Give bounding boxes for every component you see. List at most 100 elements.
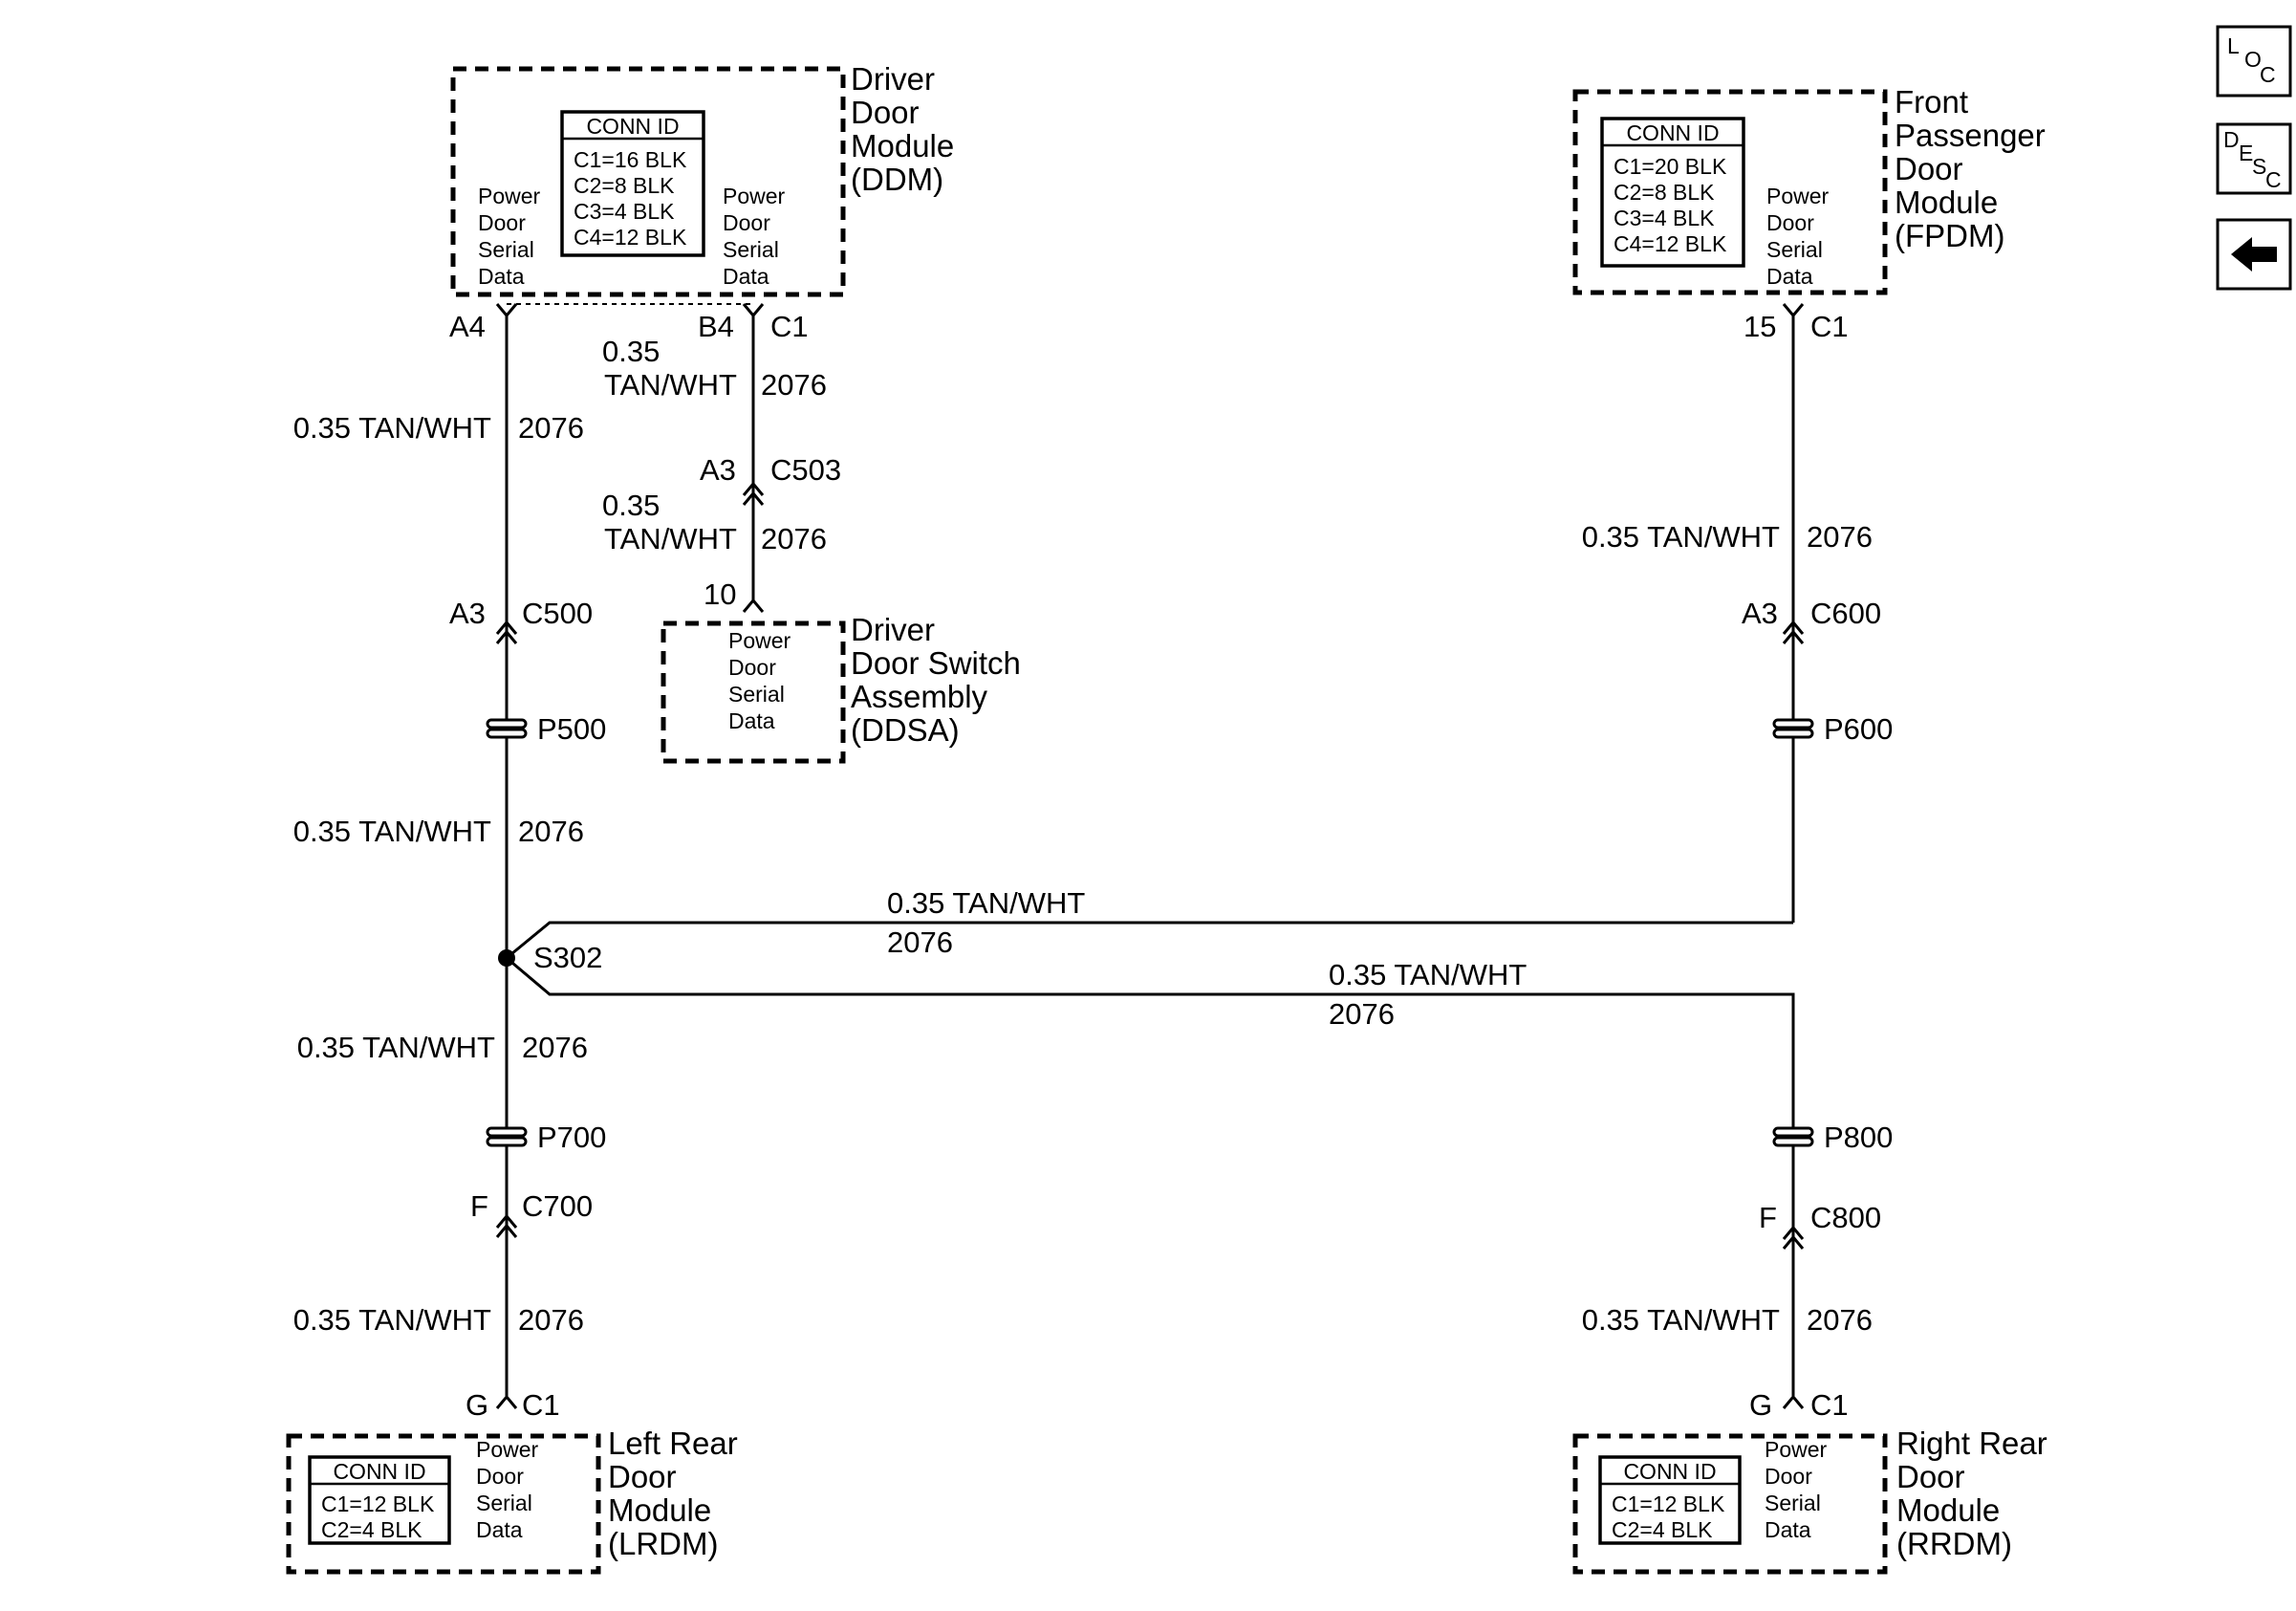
c700-label: C700 bbox=[522, 1189, 593, 1223]
circuit-label: 2076 bbox=[761, 368, 827, 402]
circuit-label: 2076 bbox=[518, 1303, 584, 1337]
ddsa-outline bbox=[661, 620, 846, 764]
ddm-conn-line: C1=16 BLK bbox=[574, 147, 687, 172]
rrdm-conn-title: CONN ID bbox=[1623, 1459, 1716, 1484]
ddm-conn-line: C2=8 BLK bbox=[574, 173, 675, 198]
lrdm-name: Module bbox=[608, 1492, 711, 1528]
wire-color: TAN/WHT bbox=[604, 368, 737, 402]
wire-label: 0.35 TAN/WHT bbox=[293, 411, 491, 445]
lrdm-name: (LRDM) bbox=[608, 1526, 718, 1561]
desc-button-frame[interactable] bbox=[2216, 122, 2292, 195]
ddm-left-label: Data bbox=[478, 264, 525, 289]
ddm-conn-line: C3=4 BLK bbox=[574, 199, 675, 224]
wire-gauge: 0.35 bbox=[602, 489, 660, 522]
wire-label: 0.35 TAN/WHT bbox=[1329, 958, 1527, 991]
fpdm-label: Power bbox=[1766, 184, 1830, 208]
desc-button[interactable]: D E S C bbox=[2216, 122, 2292, 195]
ddsa-label: Data bbox=[728, 708, 775, 733]
p700-label: P700 bbox=[537, 1121, 606, 1154]
lrdm-name: Door bbox=[608, 1459, 677, 1494]
p500-passthrough-lower bbox=[486, 728, 528, 739]
ddsa-pin: 10 bbox=[704, 577, 736, 611]
fpdm-label: Serial bbox=[1766, 237, 1823, 262]
circuit-label: 2076 bbox=[1807, 1303, 1873, 1337]
circuit-label: 2076 bbox=[1807, 520, 1873, 554]
p500-passthrough bbox=[486, 718, 528, 729]
wire-label: 0.35 TAN/WHT bbox=[887, 886, 1085, 920]
rrdm-connector bbox=[1782, 1394, 1805, 1409]
c800-label: C800 bbox=[1810, 1201, 1881, 1234]
lrdm-label: Serial bbox=[476, 1491, 532, 1515]
wire-label: 0.35 TAN/WHT bbox=[1582, 1303, 1780, 1337]
back-button[interactable] bbox=[2216, 218, 2292, 291]
loc-button-frame[interactable] bbox=[2216, 25, 2292, 98]
rrdm-label: Power bbox=[1765, 1437, 1828, 1462]
c503-connector bbox=[742, 481, 765, 506]
ddm-module: CONN ID C1=16 BLK C2=8 BLK C3=4 BLK C4=1… bbox=[450, 61, 954, 305]
ddm-b4-connector bbox=[742, 303, 765, 318]
ddm-right-label: Door bbox=[723, 210, 770, 235]
rrdm-name: Module bbox=[1896, 1492, 2000, 1528]
rrdm-label: Serial bbox=[1765, 1491, 1821, 1515]
lrdm-connector bbox=[495, 1394, 518, 1409]
c503-pin: A3 bbox=[700, 453, 736, 487]
p600-label: P600 bbox=[1824, 712, 1893, 746]
fpdm-pin: 15 bbox=[1744, 310, 1776, 343]
fpdm-conn-line: C4=12 BLK bbox=[1614, 231, 1727, 256]
loc-button[interactable]: L O C bbox=[2216, 25, 2292, 98]
lrdm-c1-label: C1 bbox=[522, 1388, 560, 1422]
rrdm-outline bbox=[1572, 1433, 1888, 1575]
ddm-a4-connector bbox=[495, 303, 518, 318]
rrdm-label: Data bbox=[1765, 1517, 1811, 1542]
wire-color: TAN/WHT bbox=[604, 522, 737, 555]
fpdm-label: Door bbox=[1766, 210, 1814, 235]
lrdm-conn-line: C2=4 BLK bbox=[321, 1517, 422, 1542]
p800-passthrough bbox=[1772, 1126, 1814, 1138]
fpdm-conn-line: C1=20 BLK bbox=[1614, 154, 1727, 179]
ddm-left-label: Door bbox=[478, 210, 526, 235]
c700-connector bbox=[495, 1213, 518, 1238]
ddm-left-label: Power bbox=[478, 184, 541, 208]
circuit-label: 2076 bbox=[518, 815, 584, 848]
fpdm-conn-id-box bbox=[1600, 117, 1745, 268]
rrdm-label: Door bbox=[1765, 1464, 1812, 1489]
rrdm-c1-label: C1 bbox=[1810, 1388, 1849, 1422]
ddm-right-label: Serial bbox=[723, 237, 779, 262]
ddm-name: Driver bbox=[851, 61, 935, 97]
fpdm-conn-line: C2=8 BLK bbox=[1614, 180, 1715, 205]
desc-letter: D bbox=[2223, 127, 2240, 152]
fpdm-c1-label: C1 bbox=[1810, 310, 1849, 343]
lrdm-label: Data bbox=[476, 1517, 523, 1542]
loc-letter: C bbox=[2260, 62, 2276, 87]
rrdm-module: CONN ID C1=12 BLK C2=4 BLK Power Door Se… bbox=[1572, 1426, 2047, 1575]
ddm-c1-connector-label: C1 bbox=[770, 310, 809, 343]
ddsa-label: Door bbox=[728, 655, 776, 680]
ddsa-label: Serial bbox=[728, 682, 785, 707]
ddm-right-label: Data bbox=[723, 264, 769, 289]
lrdm-pin: G bbox=[466, 1388, 488, 1422]
ddsa-connector bbox=[742, 598, 765, 613]
ddsa-label: Power bbox=[728, 628, 791, 653]
ddsa-name: Driver bbox=[851, 612, 935, 647]
loc-letter: O bbox=[2244, 47, 2262, 72]
ddsa-name: (DDSA) bbox=[851, 712, 960, 748]
p700-passthrough-lower bbox=[486, 1136, 528, 1147]
p600-passthrough bbox=[1772, 718, 1814, 729]
rrdm-conn-line: C2=4 BLK bbox=[1612, 1517, 1713, 1542]
s302-to-rrdm-wire bbox=[506, 956, 1795, 1396]
rrdm-name: (RRDM) bbox=[1896, 1526, 2012, 1561]
lrdm-conn-title: CONN ID bbox=[333, 1459, 425, 1484]
circuit-label: 2076 bbox=[761, 522, 827, 555]
ddsa-module: Power Door Serial Data Driver Door Switc… bbox=[661, 612, 1021, 764]
lrdm-conn-id-box bbox=[308, 1455, 451, 1545]
c600-pin: A3 bbox=[1742, 597, 1778, 630]
fpdm-name: Module bbox=[1895, 185, 1998, 220]
desc-letter: C bbox=[2265, 167, 2282, 192]
p500-label: P500 bbox=[537, 712, 606, 746]
p600-passthrough-lower bbox=[1772, 728, 1814, 739]
lrdm-label: Power bbox=[476, 1437, 539, 1462]
ddsa-name: Assembly bbox=[851, 679, 988, 714]
fpdm-connector bbox=[1782, 303, 1805, 318]
ddm-left-label: Serial bbox=[478, 237, 534, 262]
rrdm-name: Door bbox=[1896, 1459, 1965, 1494]
